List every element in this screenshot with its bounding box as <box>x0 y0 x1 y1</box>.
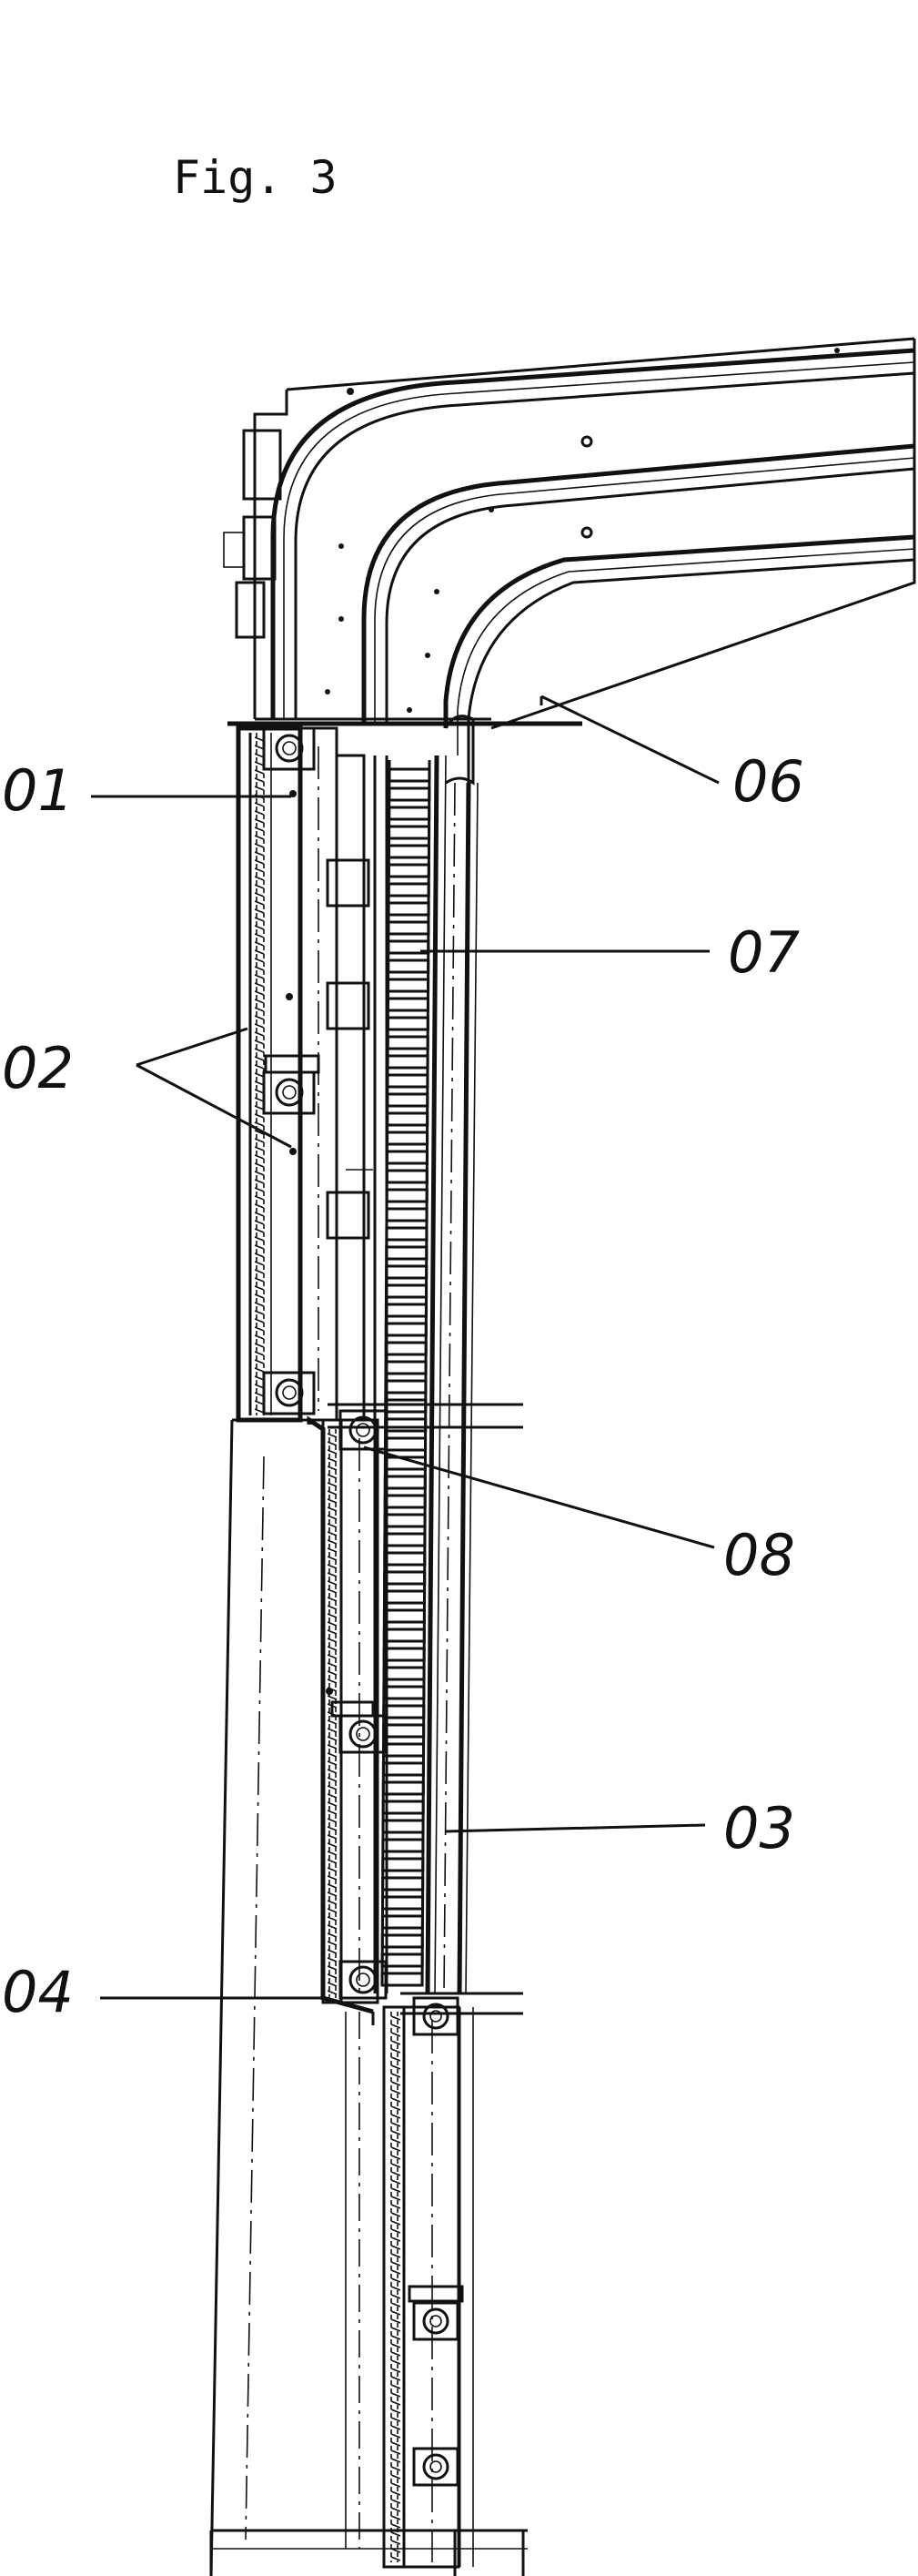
rack-tooth <box>387 1266 427 1278</box>
rack-tooth <box>386 1323 426 1335</box>
rack-tooth <box>384 1725 424 1737</box>
rack-tooth <box>386 1304 426 1316</box>
rack-tooth <box>388 846 429 857</box>
rack-tooth <box>387 1228 427 1240</box>
rack-tooth <box>384 1629 424 1641</box>
label-02: 02 <box>2 1035 74 1101</box>
rack-tooth <box>388 999 428 1010</box>
rack-07 <box>382 760 429 1985</box>
lower-door-panel <box>384 1993 523 2567</box>
rack-tooth <box>389 769 429 781</box>
figure-title: Fig. 3 <box>173 151 338 204</box>
rack-tooth <box>386 1438 426 1450</box>
rack-tooth <box>388 865 429 877</box>
label-08: 08 <box>723 1522 795 1588</box>
rack-tooth <box>386 1362 426 1374</box>
rack-tooth <box>387 1247 427 1259</box>
rack-tooth <box>387 1171 427 1182</box>
label-03: 03 <box>723 1795 795 1861</box>
rack-tooth <box>388 903 429 915</box>
rack-tooth <box>386 1419 426 1431</box>
rack-tooth <box>384 1706 424 1718</box>
rack-tooth <box>384 1687 424 1699</box>
rack-tooth <box>385 1515 425 1526</box>
roller <box>414 2449 458 2485</box>
rack-tooth <box>385 1591 425 1603</box>
rack-tooth <box>388 1018 428 1029</box>
rack-tooth <box>389 807 429 819</box>
rack-tooth <box>382 1935 422 1947</box>
roller <box>264 1056 318 1113</box>
rack-tooth <box>383 1859 423 1871</box>
curved-rail-assembly <box>224 339 914 783</box>
rack-tooth <box>387 1190 427 1202</box>
rack-tooth <box>388 1037 428 1049</box>
rack-tooth <box>389 788 429 800</box>
rack-tooth <box>386 1343 426 1354</box>
mounting-block <box>244 431 280 499</box>
rack-tooth <box>382 1973 422 1985</box>
rack-tooth <box>388 1113 428 1125</box>
rack-tooth <box>385 1572 425 1584</box>
rack-tooth <box>385 1496 425 1507</box>
label-01: 01 <box>2 757 74 824</box>
rack-tooth <box>388 1094 428 1106</box>
rack-tooth <box>388 960 429 972</box>
rack-tooth <box>383 1801 423 1813</box>
roller <box>409 2287 462 2339</box>
rack-tooth <box>388 1056 428 1068</box>
rack-tooth <box>385 1476 425 1488</box>
rack-tooth <box>387 1151 427 1163</box>
rack-tooth <box>389 827 429 838</box>
rack-tooth <box>386 1381 426 1393</box>
rack-tooth <box>384 1744 424 1756</box>
rack-tooth <box>387 1209 427 1221</box>
rack-tooth <box>388 884 429 896</box>
rack-tooth <box>383 1820 423 1832</box>
rack-tooth <box>385 1553 425 1565</box>
rack-tooth <box>382 1916 422 1928</box>
rack-tooth <box>388 922 429 934</box>
rack-tooth <box>385 1534 425 1546</box>
rack-tooth <box>387 1285 427 1297</box>
roller <box>414 1998 458 2034</box>
rack-tooth <box>388 979 429 991</box>
rack-tooth <box>384 1668 424 1679</box>
rack-tooth <box>383 1840 423 1851</box>
rack-tooth <box>382 1954 422 1966</box>
rack-tooth <box>383 1878 423 1890</box>
rack-tooth <box>388 1132 428 1144</box>
label-04: 04 <box>2 1959 74 2025</box>
rack-tooth <box>383 1782 423 1794</box>
rack-tooth <box>384 1610 424 1622</box>
rack-tooth <box>384 1648 424 1660</box>
mounting-block <box>244 517 275 579</box>
rack-tooth <box>383 1763 423 1775</box>
label-06: 06 <box>732 748 804 815</box>
rack-tooth <box>383 1897 423 1909</box>
rack-tooth <box>388 1075 428 1087</box>
label-07: 07 <box>728 919 800 986</box>
